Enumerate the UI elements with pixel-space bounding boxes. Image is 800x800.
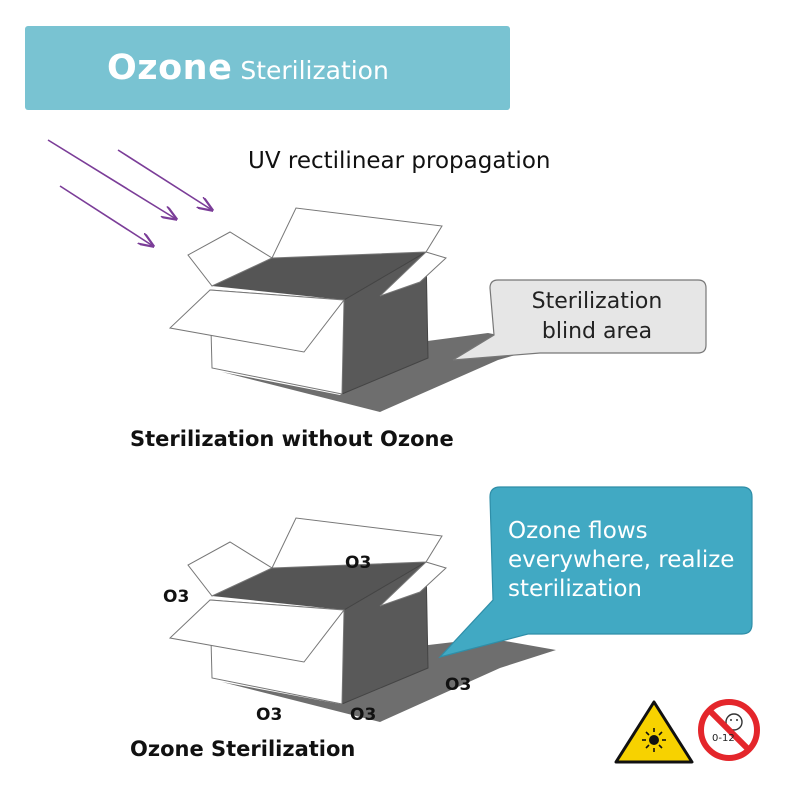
uv-warning-icon [614, 700, 694, 764]
o3-label: O3 [445, 675, 472, 695]
caption-without-ozone: Sterilization without Ozone [130, 427, 454, 451]
callout-line: sterilization [508, 576, 643, 602]
flap-back [271, 517, 443, 569]
box-inner [212, 562, 426, 610]
age-label: 0-12 [712, 733, 735, 744]
flap-back [271, 207, 443, 259]
o3-label: O3 [256, 705, 283, 725]
callout-line: Sterilization [531, 289, 663, 314]
caption-ozone-sterilization: Ozone Sterilization [130, 737, 356, 761]
flap-right [379, 561, 447, 607]
callout-line: everywhere, realize [508, 547, 735, 573]
title-strong: Ozone [107, 48, 233, 88]
o3-label: O3 [163, 587, 190, 607]
flap-front [168, 289, 345, 353]
callout-line: Ozone flows [508, 518, 648, 544]
uv-arrows [47, 139, 212, 246]
callout-blind-area-text: Sterilization blind area [492, 287, 702, 347]
callout-line: blind area [541, 319, 653, 344]
box-bottom [168, 517, 556, 722]
uv-arrow-3 [59, 185, 153, 246]
callout-ozone-flows [438, 486, 753, 659]
uv-arrow-2 [117, 149, 212, 210]
callout-blind-area [452, 279, 707, 361]
uv-arrow-1 [47, 139, 176, 219]
uv-label: UV rectilinear propagation [248, 148, 551, 174]
box-inner [212, 252, 426, 300]
flap-front [168, 599, 345, 663]
flap-left [187, 541, 274, 597]
callout-ozone-flows-text: Ozone flows everywhere, realize steriliz… [508, 517, 748, 604]
flap-right [379, 251, 447, 297]
title-light: Sterilization [240, 56, 389, 85]
o3-label: O3 [350, 705, 377, 725]
o3-label: O3 [345, 553, 372, 573]
flap-left [187, 231, 274, 287]
no-children-icon [698, 699, 760, 761]
